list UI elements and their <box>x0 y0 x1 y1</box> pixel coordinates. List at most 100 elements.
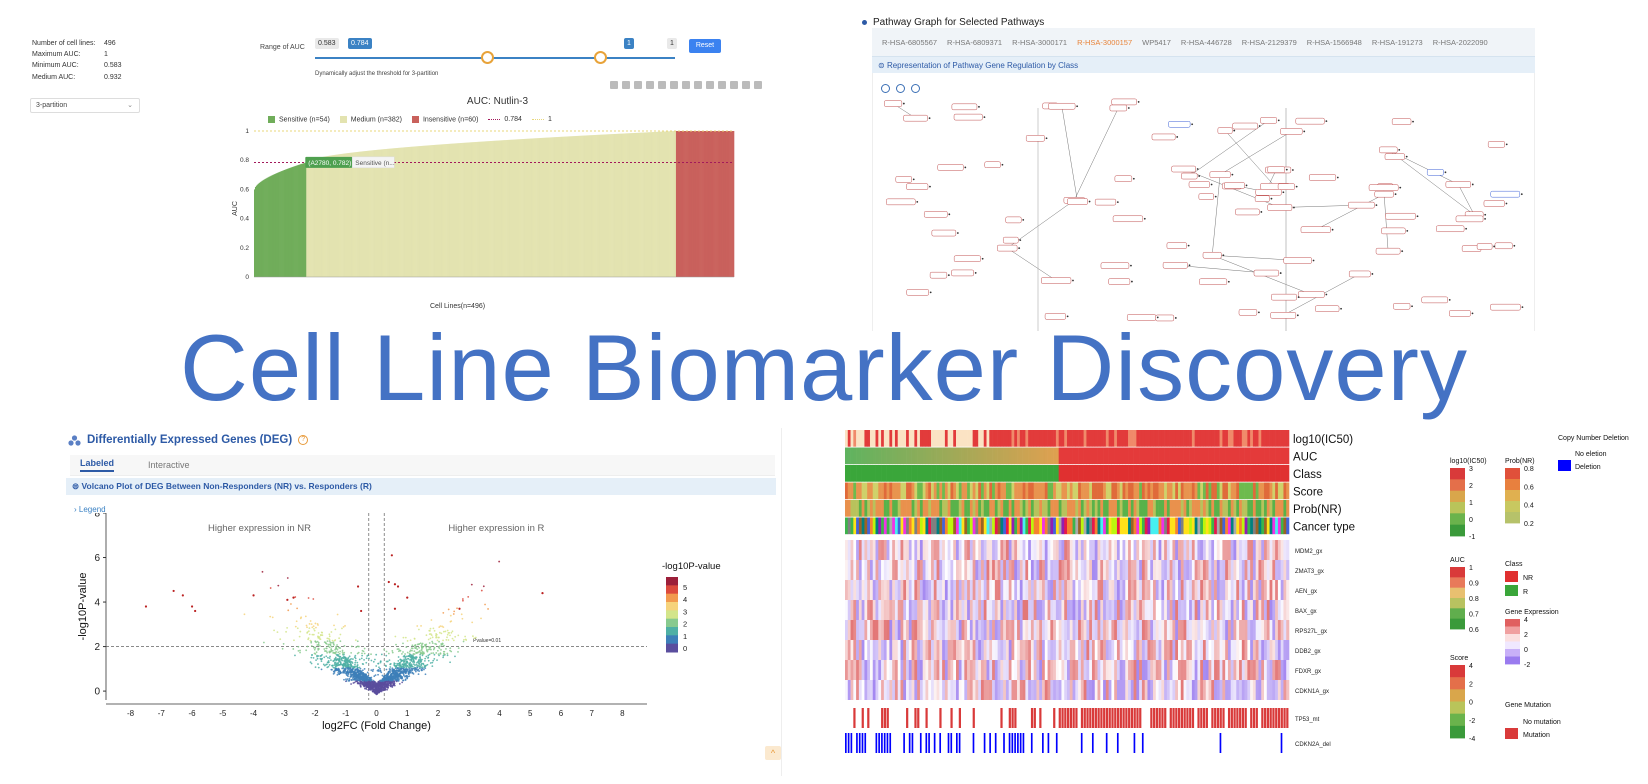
partition-select[interactable]: 3-partition ⌄ <box>30 98 140 113</box>
volcano-point <box>370 659 373 662</box>
zoom-out-icon[interactable] <box>896 84 905 93</box>
tab-labeled[interactable]: Labeled <box>80 458 115 472</box>
auc-range-slider[interactable] <box>315 57 675 59</box>
annotation-cell <box>872 430 876 447</box>
annotation-cell <box>867 482 871 500</box>
volcano-point <box>425 664 428 667</box>
annotation-cell <box>886 517 890 535</box>
auc-bar <box>311 159 313 277</box>
scroll-top-button[interactable]: ^ <box>765 746 781 760</box>
expression-cell <box>936 640 940 660</box>
reset-view-icon[interactable] <box>911 84 920 93</box>
spike-icon[interactable] <box>718 81 726 89</box>
volcano-point <box>368 677 371 680</box>
tab-r-hsa-6809371[interactable]: R-HSA-6809371 <box>947 38 1003 47</box>
expression-cell <box>1178 560 1182 580</box>
annotation-cell <box>1067 430 1071 447</box>
annotation-cell <box>1144 430 1148 447</box>
tab-r-hsa-2129379[interactable]: R-HSA-2129379 <box>1241 38 1297 47</box>
tab-r-hsa-6805567[interactable]: R-HSA-6805567 <box>882 38 938 47</box>
expression-cell <box>931 620 935 640</box>
auc-bar <box>677 131 680 277</box>
annotation-cell <box>1094 447 1098 465</box>
volcano-point <box>388 659 391 662</box>
expression-cell <box>925 600 929 620</box>
expression-cell <box>1011 620 1015 640</box>
volcano-plot: Differentially expressed genes between n… <box>77 513 721 732</box>
home-icon[interactable] <box>706 81 714 89</box>
legend-threshold-high[interactable]: 1 <box>531 116 552 123</box>
autoscale-icon[interactable] <box>694 81 702 89</box>
camera-icon[interactable] <box>610 81 618 89</box>
annotation-cell <box>1252 517 1256 535</box>
annotation-cell <box>1000 447 1004 465</box>
legend-threshold-low[interactable]: 0.784 <box>488 116 522 123</box>
lasso-icon[interactable] <box>658 81 666 89</box>
annotation-cell <box>1241 430 1245 447</box>
legend-medium[interactable]: Medium (n=382) <box>339 116 402 123</box>
tab-interactive[interactable]: Interactive <box>148 460 190 470</box>
volcano-point <box>316 655 318 658</box>
volcano-point <box>323 650 326 652</box>
tab-wp5417[interactable]: WP5417 <box>1142 38 1171 47</box>
legend-insensitive[interactable]: Insensitive (n=60) <box>411 116 478 123</box>
box-select-icon[interactable] <box>646 81 654 89</box>
volcano-point <box>326 663 328 666</box>
tab-r-hsa-3000157[interactable]: R-HSA-3000157 <box>1077 38 1133 47</box>
annotation-cell <box>1211 500 1215 517</box>
pathway-node-dot <box>1331 228 1334 231</box>
expression-cell <box>917 620 921 640</box>
zoom-in-icon[interactable] <box>670 81 678 89</box>
tab-r-hsa-1566948[interactable]: R-HSA-1566948 <box>1306 38 1362 47</box>
tab-r-hsa-2022090[interactable]: R-HSA-2022090 <box>1432 38 1488 47</box>
expression-cell <box>914 580 918 600</box>
expression-cell <box>1067 620 1071 640</box>
labeled-point <box>393 607 397 610</box>
auc-bar <box>255 185 258 277</box>
annotation-cell <box>942 482 946 500</box>
plotly-logo-icon[interactable] <box>754 81 762 89</box>
zoom-out-icon[interactable] <box>682 81 690 89</box>
annotation-cell <box>1030 482 1034 500</box>
legend-sensitive[interactable]: Sensitive (n=54) <box>268 116 330 123</box>
pathway-node-dot <box>902 102 905 105</box>
annotation-cell <box>942 517 946 535</box>
collapse-icon[interactable]: ⊜ <box>72 481 80 491</box>
volcano-point <box>397 656 400 658</box>
hover-compare-icon[interactable] <box>742 81 750 89</box>
tab-r-hsa-3000171[interactable]: R-HSA-3000171 <box>1012 38 1068 47</box>
expression-cell <box>900 600 904 620</box>
hover-closest-icon[interactable] <box>730 81 738 89</box>
legend-toggle[interactable]: › Legend <box>74 505 106 514</box>
tab-r-hsa-446728[interactable]: R-HSA-446728 <box>1180 38 1232 47</box>
annotation-cell <box>972 447 976 465</box>
slider-low-handle[interactable] <box>481 51 495 64</box>
auc-bar <box>614 133 617 277</box>
volcano-point <box>385 668 388 671</box>
auc-bar <box>455 143 457 277</box>
pathway-node-dot <box>1156 316 1159 319</box>
volcano-point <box>429 637 432 640</box>
expression-cell <box>1036 560 1040 580</box>
pan-icon[interactable] <box>634 81 642 89</box>
annotation-cell <box>975 500 979 517</box>
expression-cell <box>1214 600 1218 620</box>
volcano-point <box>309 620 312 622</box>
expression-cell <box>867 540 871 560</box>
colorbar-segment <box>666 635 678 645</box>
auc-bar <box>690 131 692 277</box>
help-icon[interactable]: ? <box>298 435 309 445</box>
tab-r-hsa-191273[interactable]: R-HSA-191273 <box>1371 38 1423 47</box>
slider-high-handle[interactable] <box>594 51 608 64</box>
auc-legend: Sensitive (n=54) Medium (n=382) Insensit… <box>268 116 552 123</box>
zoom-icon[interactable] <box>622 81 630 89</box>
annotation-cell <box>1042 517 1046 535</box>
auc-bar <box>333 155 335 277</box>
expression-cell <box>1061 580 1065 600</box>
expression-cell <box>1008 620 1012 640</box>
volcano-point <box>389 668 392 671</box>
zoom-in-icon[interactable] <box>881 84 890 93</box>
collapse-icon[interactable]: ⊜ <box>878 61 885 70</box>
pathway-graph[interactable] <box>872 73 1535 331</box>
reset-button[interactable]: Reset <box>689 39 721 53</box>
